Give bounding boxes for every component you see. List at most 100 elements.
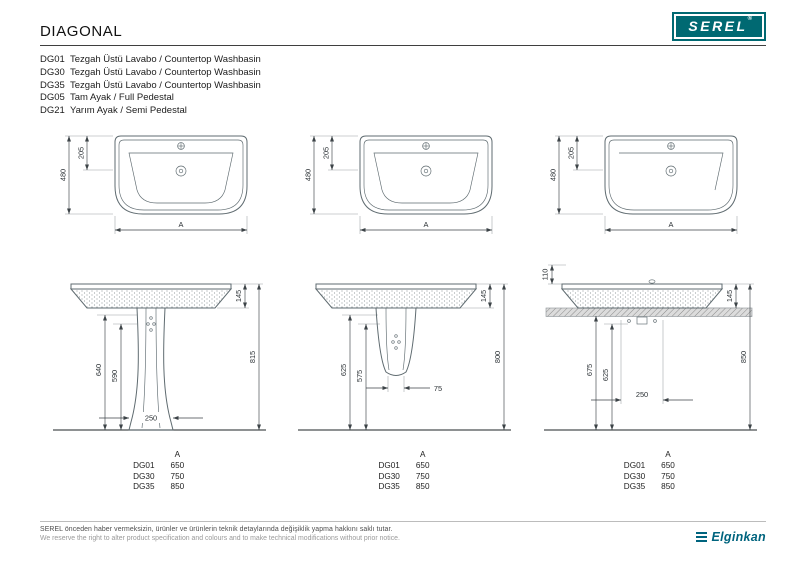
product-code: DG35 (40, 79, 65, 91)
dim-label-480: 480 (58, 169, 67, 181)
header-divider (40, 45, 766, 47)
dim-label-480: 480 (303, 169, 312, 181)
model-code: DG01 (378, 461, 400, 471)
dim-label-575: 575 (355, 370, 364, 382)
footer-divider (40, 521, 766, 522)
size-table-spacer (378, 450, 415, 461)
model-width: 750 (415, 471, 430, 481)
dim-label-205: 205 (567, 147, 576, 159)
serel-logo: SEREL® (672, 12, 766, 41)
product-code: DG01 (40, 54, 65, 66)
dim-label-480: 480 (549, 169, 558, 181)
tap-hole-icon (422, 142, 430, 150)
model-width: 850 (661, 481, 675, 491)
dim-label-850: 850 (739, 351, 748, 363)
model-width: 650 (415, 461, 430, 471)
page-title: DIAGONAL (40, 23, 123, 40)
product-code: DG30 (40, 66, 65, 78)
extension-lines (64, 135, 247, 234)
size-table: A DG01 650 DG30 750 DG35 850 (624, 450, 675, 492)
label-mask (139, 411, 164, 423)
size-tables-row: A DG01 650 DG30 750 DG35 850 A DG01 650 DG30… (36, 450, 772, 492)
table-row: DG35 850 (378, 481, 429, 491)
washbasin-plan-outline (359, 135, 493, 215)
dim-label-145: 145 (234, 290, 243, 302)
model-code: DG01 (133, 461, 155, 471)
top-views-row: 480 205 A (36, 126, 772, 248)
top-view-drawing-3: 480 205 A (549, 135, 738, 234)
drain-pipe-icon (636, 316, 648, 325)
dim-label-625: 625 (339, 364, 348, 376)
dim-label-145: 145 (725, 290, 734, 302)
product-description: Tezgah Üstü Lavabo / Countertop Washbasi… (70, 66, 261, 78)
dim-label-205: 205 (76, 147, 85, 159)
dim-label-205: 205 (321, 147, 330, 159)
dim-label-110: 110 (540, 268, 549, 280)
washbasin-pedestal-outline (70, 283, 233, 431)
dim-label-A: A (178, 220, 183, 229)
washbasin-semi-pedestal-outline (315, 283, 478, 376)
tap-hole-icon (176, 142, 185, 150)
overflow-drain-icon (391, 334, 402, 350)
product-description: Tezgah Üstü Lavabo / Countertop Washbasi… (70, 79, 261, 91)
extension-lines (555, 135, 738, 234)
model-code: DG01 (623, 461, 646, 471)
dim-label-145: 145 (479, 290, 488, 302)
washbasin-plan-outline (604, 135, 738, 215)
elginkan-logo: Elginkan (695, 530, 767, 544)
product-item: DG35 Tezgah Üstü Lavabo / Countertop Wash… (40, 80, 766, 93)
model-code: DG30 (623, 471, 646, 481)
model-width: 750 (661, 471, 675, 481)
model-width: 850 (415, 481, 430, 491)
product-item: DG05 Tam Ayak / Full Pedestal (40, 92, 766, 105)
model-code: DG35 (623, 481, 646, 491)
drain-icon (665, 165, 677, 177)
size-table-spacer (624, 450, 661, 461)
front-views-row: 145 815 640 590 250 (36, 258, 772, 450)
product-description: Yarım Ayak / Semi Pedestal (70, 105, 187, 117)
disclaimer-turkish: SEREL önceden haber vermeksizin, ürünler… (40, 526, 393, 533)
wall-section-hatch (545, 307, 753, 317)
size-table-header: A (174, 449, 181, 459)
table-row: DG01 650 (133, 461, 184, 471)
drain-icon (175, 165, 186, 177)
overflow-drain-icon (146, 316, 156, 332)
product-code: DG05 (40, 92, 65, 104)
size-table-spacer (133, 450, 170, 461)
tap-hole-icon (667, 142, 676, 150)
product-item: DG30 Tezgah Üstü Lavabo / Countertop Wash… (40, 67, 766, 80)
dimension-lines (549, 264, 752, 430)
dimension-lines (311, 135, 492, 232)
dim-label-250: 250 (145, 413, 157, 422)
model-width: 650 (170, 461, 185, 471)
dim-label-800: 800 (493, 351, 502, 363)
washbasin-plan-outline (114, 135, 248, 215)
washbasin-wall-hung-outline (560, 279, 723, 325)
registered-mark: ® (747, 16, 752, 22)
product-description: Tam Ayak / Full Pedestal (70, 92, 174, 104)
dim-label-A: A (669, 220, 674, 229)
dim-label-590: 590 (110, 370, 119, 382)
tap-hole-icon (648, 279, 656, 284)
extension-lines (309, 135, 493, 234)
front-view-full-pedestal: 145 815 640 590 250 (53, 283, 267, 431)
model-width: 650 (661, 461, 675, 471)
model-code: DG35 (378, 481, 400, 491)
model-code: DG30 (133, 471, 155, 481)
elginkan-mark-icon (695, 531, 707, 543)
table-row: DG30 750 (624, 471, 675, 481)
dimension-lines (66, 135, 247, 232)
dim-label-A: A (424, 220, 429, 229)
footer: SEREL önceden haber vermeksizin, ürünler… (0, 521, 800, 565)
size-table-header: A (665, 449, 671, 459)
front-view-wall-hung: 110 145 850 675 625 250 (540, 264, 757, 431)
dimension-lines (348, 283, 507, 430)
fixing-bolt-icon (653, 319, 657, 323)
